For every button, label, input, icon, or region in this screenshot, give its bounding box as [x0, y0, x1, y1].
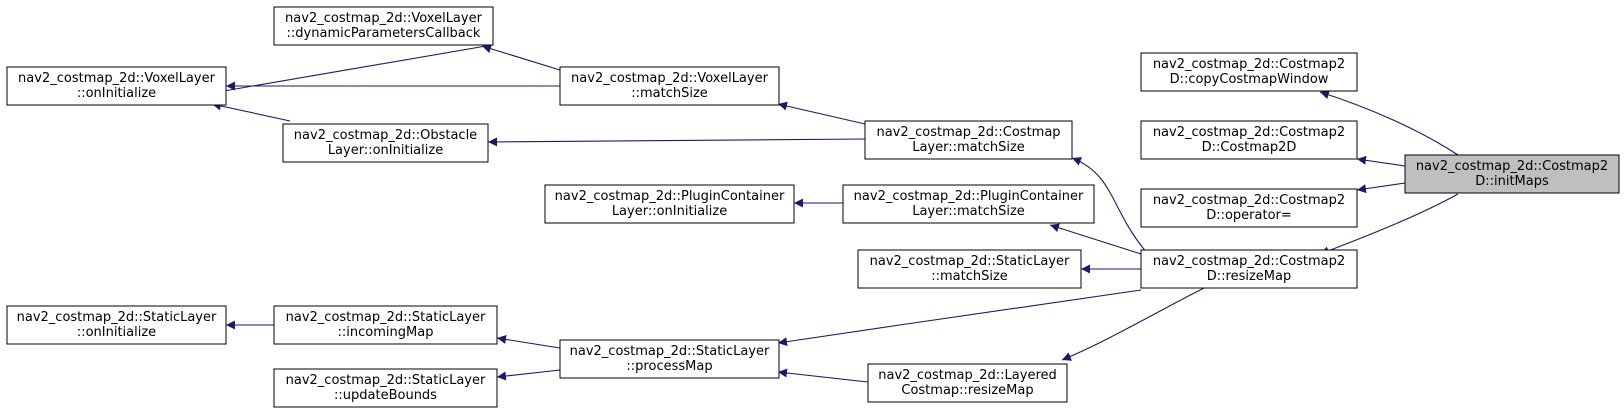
- node-static-layer-oninitialize[interactable]: nav2_costmap_2d::StaticLayer ::onInitial…: [6, 305, 227, 345]
- node-costmap2d-operator[interactable]: nav2_costmap_2d::Costmap2 D::operator=: [1140, 188, 1358, 228]
- node-costmap2d-costmap2d[interactable]: nav2_costmap_2d::Costmap2 D::Costmap2D: [1140, 120, 1358, 160]
- node-label-line1: nav2_costmap_2d::Costmap2: [1153, 57, 1345, 72]
- node-label-line2: ::matchSize: [931, 269, 1008, 284]
- node-label-line2: ::onInitialize: [77, 86, 156, 101]
- node-label-line1: nav2_costmap_2d::Costmap: [876, 125, 1060, 140]
- node-label-line2: Layer::matchSize: [912, 204, 1025, 219]
- node-obstacle-layer-oninitialize[interactable]: nav2_costmap_2d::Obstacle Layer::onIniti…: [282, 123, 489, 163]
- node-label-line2: ::matchSize: [631, 86, 708, 101]
- node-label-line1: nav2_costmap_2d::StaticLayer: [286, 310, 486, 325]
- node-voxel-layer-oninitialize[interactable]: nav2_costmap_2d::VoxelLayer ::onInitiali…: [6, 66, 227, 106]
- edge-voxel-matchsize-to-voxel-dynparams: [481, 44, 561, 71]
- node-label-line1: nav2_costmap_2d::VoxelLayer: [18, 71, 216, 86]
- node-label-line1: nav2_costmap_2d::PluginContainer: [555, 189, 785, 204]
- node-label-line2: D::resizeMap: [1207, 269, 1291, 284]
- node-label-line2: ::dynamicParametersCallback: [287, 26, 481, 41]
- edge-static-processmap-to-static-updatebounds: [496, 369, 561, 381]
- node-static-layer-incomingmap[interactable]: nav2_costmap_2d::StaticLayer ::incomingM…: [273, 305, 498, 345]
- node-label-line1: nav2_costmap_2d::Costmap2: [1153, 254, 1345, 269]
- node-costmap2d-initmaps[interactable]: nav2_costmap_2d::Costmap2 D::initMaps: [1404, 154, 1620, 194]
- edge-resizemap-to-costmaplayer-matchsize: [1071, 157, 1149, 255]
- edge-costmaplayer-matchsize-to-obstacle-oninit: [487, 137, 866, 147]
- node-label-line1: nav2_costmap_2d::StaticLayer: [286, 373, 486, 388]
- node-voxel-layer-dynamicparameterscallback[interactable]: nav2_costmap_2d::VoxelLayer ::dynamicPar…: [273, 6, 494, 46]
- node-static-layer-processmap[interactable]: nav2_costmap_2d::StaticLayer ::processMa…: [559, 339, 780, 379]
- node-label-line2: ::incomingMap: [338, 325, 434, 340]
- node-label-line2: D::Costmap2D: [1202, 140, 1297, 155]
- node-label-line1: nav2_costmap_2d::Layered: [878, 368, 1057, 383]
- node-label-line1: nav2_costmap_2d::PluginContainer: [854, 189, 1084, 204]
- node-label-line2: ::updateBounds: [334, 388, 437, 403]
- node-label-line2: ::onInitialize: [77, 325, 156, 340]
- node-label-line2: Layer::matchSize: [912, 140, 1025, 155]
- edge-costmaplayer-matchsize-to-voxel-matchsize: [777, 101, 866, 125]
- node-costmap-layer-matchsize[interactable]: nav2_costmap_2d::Costmap Layer::matchSiz…: [864, 120, 1073, 160]
- edge-initmaps-to-costmap2d-ctor: [1356, 155, 1406, 167]
- node-label-line1: nav2_costmap_2d::VoxelLayer: [571, 71, 769, 86]
- node-label-line2: Layer::onInitialize: [612, 204, 727, 219]
- edge-resizemap-to-static-processmap: [777, 289, 1142, 347]
- node-label-line1: nav2_costmap_2d::Obstacle: [294, 128, 477, 143]
- edge-initmaps-to-resizemap: [1319, 193, 1459, 256]
- node-label-line2: D::operator=: [1206, 208, 1292, 223]
- node-label-line1: nav2_costmap_2d::StaticLayer: [17, 310, 217, 325]
- edge-obstacle-oninit-to-voxel-oninit: [211, 101, 291, 122]
- edge-static-processmap-to-static-incomingmap: [496, 334, 561, 349]
- node-label-line2: Costmap::resizeMap: [901, 383, 1033, 398]
- node-label-line1: nav2_costmap_2d::StaticLayer: [870, 254, 1070, 269]
- node-static-layer-matchsize[interactable]: nav2_costmap_2d::StaticLayer ::matchSize: [857, 249, 1082, 289]
- node-costmap2d-copycostmapwindow[interactable]: nav2_costmap_2d::Costmap2 D::copyCostmap…: [1140, 52, 1358, 92]
- edge-resizemap-to-plugincontainer-matchsize: [1049, 223, 1142, 255]
- node-layered-costmap-resizemap[interactable]: nav2_costmap_2d::Layered Costmap::resize…: [867, 363, 1068, 403]
- node-plugincontainer-layer-oninitialize[interactable]: nav2_costmap_2d::PluginContainer Layer::…: [544, 184, 795, 224]
- edge-initmaps-to-copycostmapwindow: [1319, 90, 1459, 156]
- node-plugincontainer-layer-matchsize[interactable]: nav2_costmap_2d::PluginContainer Layer::…: [842, 184, 1095, 224]
- node-label-line2: D::copyCostmapWindow: [1170, 72, 1329, 87]
- node-label-line2: Layer::onInitialize: [328, 143, 443, 158]
- node-label-line1: nav2_costmap_2d::VoxelLayer: [285, 11, 483, 26]
- node-costmap2d-resizemap[interactable]: nav2_costmap_2d::Costmap2 D::resizeMap: [1140, 249, 1358, 289]
- node-static-layer-updatebounds[interactable]: nav2_costmap_2d::StaticLayer ::updateBou…: [273, 368, 498, 408]
- node-label-line1: nav2_costmap_2d::Costmap2: [1153, 125, 1345, 140]
- node-label-line2: D::initMaps: [1475, 174, 1549, 189]
- node-label-line1: nav2_costmap_2d::StaticLayer: [570, 344, 770, 359]
- edge-layered-resizemap-to-static-processmap: [777, 368, 869, 383]
- edge-initmaps-to-operator: [1356, 182, 1406, 194]
- edge-voxel-dynparams-to-voxel-oninit: [211, 45, 487, 96]
- edge-resizemap-to-layered-resizemap: [1061, 286, 1207, 361]
- node-label-line1: nav2_costmap_2d::Costmap2: [1416, 159, 1608, 174]
- node-label-line2: ::processMap: [626, 359, 712, 374]
- node-label-line1: nav2_costmap_2d::Costmap2: [1153, 193, 1345, 208]
- node-voxel-layer-matchsize[interactable]: nav2_costmap_2d::VoxelLayer ::matchSize: [559, 66, 780, 106]
